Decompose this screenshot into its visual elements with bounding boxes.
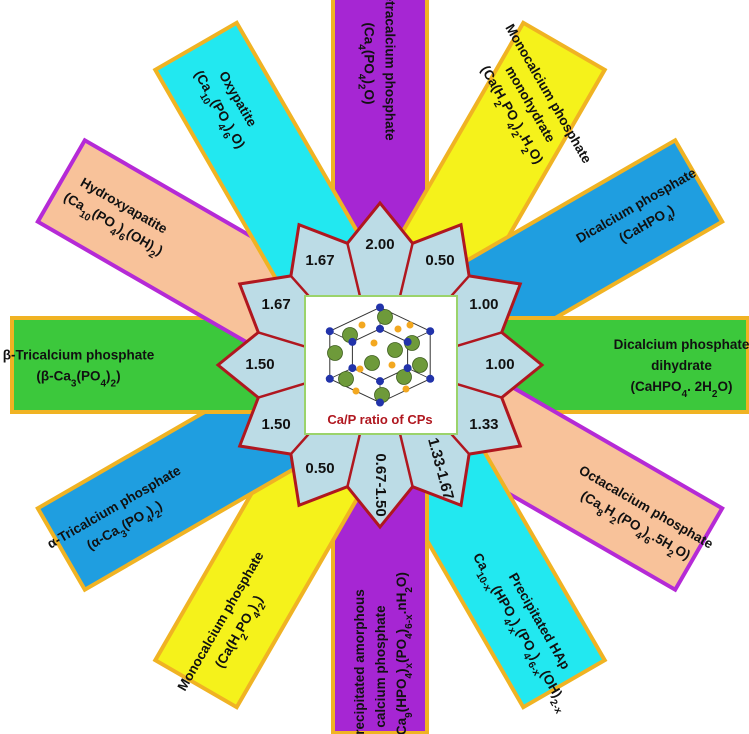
- lattice-atom: [356, 365, 364, 373]
- ray-label-line: β-Tricalcium phosphate: [3, 348, 155, 363]
- ray-label-line: Tetracalcium phosphate: [383, 0, 398, 141]
- ratio-value-dicalcium-phosphate: 1.00: [469, 296, 498, 313]
- lattice-atom: [348, 337, 357, 346]
- lattice-atom: [327, 345, 343, 361]
- center-caption: Ca/P ratio of CPs: [327, 412, 432, 427]
- lattice-atom: [352, 387, 360, 395]
- lattice-atom: [387, 342, 403, 358]
- lattice-atom: [358, 321, 366, 329]
- lattice-atom: [406, 321, 414, 329]
- lattice-atom: [364, 355, 380, 371]
- crystal-lattice-image: [325, 303, 435, 407]
- lattice-atom: [376, 398, 384, 407]
- lattice-atom: [376, 324, 384, 333]
- ray-label-line: calcium phosphate: [373, 605, 388, 728]
- ray-label-line: Dicalcium phosphate: [614, 337, 749, 352]
- lattice-atom: [403, 364, 412, 373]
- lattice-atom: [426, 327, 435, 336]
- lattice-atom: [348, 364, 357, 373]
- ray-label: β-Tricalcium phosphate(β-Ca3(PO4)2): [3, 348, 155, 390]
- lattice-atom: [325, 327, 334, 336]
- lattice-atom: [402, 385, 410, 393]
- ratio-divider: [398, 434, 414, 487]
- lattice-atom: [376, 303, 384, 312]
- lattice-atom: [426, 374, 435, 383]
- ratio-divider: [454, 382, 503, 399]
- ratio-divider: [346, 434, 362, 487]
- ray-label-line: dihydrate: [651, 358, 712, 373]
- ratio-value-octacalcium: 1.33: [469, 416, 498, 433]
- lattice-atom: [338, 371, 354, 387]
- ratio-divider: [398, 243, 414, 296]
- center-panel: Ca/P ratio of CPs: [304, 295, 458, 435]
- ratio-divider: [346, 243, 362, 296]
- lattice-atom: [325, 374, 334, 383]
- ratio-value-oxyapatite: 1.67: [305, 252, 334, 269]
- lattice-atom: [396, 369, 412, 385]
- ratio-value-monocalcium-phosphate: 0.50: [305, 460, 334, 477]
- ray-tetracalcium: Tetracalcium phosphate(Ca4(PO4)2O): [331, 0, 429, 272]
- lattice-atom: [388, 361, 396, 369]
- ratio-value-beta-tcp: 1.50: [245, 356, 274, 373]
- lattice-atom: [412, 357, 428, 373]
- ratio-value-alpha-tcp: 1.50: [261, 416, 290, 433]
- lattice-atom: [394, 325, 402, 333]
- ratio-value-amorphous: 0.67-1.50: [372, 453, 389, 516]
- lattice-atom: [376, 377, 384, 386]
- ratio-divider: [454, 331, 503, 348]
- lattice-atom: [370, 339, 378, 347]
- ratio-divider: [257, 331, 306, 348]
- lattice-atom: [377, 309, 393, 325]
- ratio-divider: [257, 382, 306, 399]
- lattice-edge: [407, 367, 431, 380]
- ratio-value-monocalcium-monohydrate: 0.50: [425, 252, 454, 269]
- lattice-atom: [403, 337, 412, 346]
- ray-layer: Tetracalcium phosphate(Ca4(PO4)2O)Monoca…: [3, 0, 749, 734]
- ray-label-line: Precipitated amorphous: [352, 589, 367, 734]
- ratio-value-hydroxyapatite: 1.67: [261, 296, 290, 313]
- ratio-value-dicalcium-dihydrate: 1.00: [485, 356, 514, 373]
- ratio-value-tetracalcium: 2.00: [365, 236, 394, 253]
